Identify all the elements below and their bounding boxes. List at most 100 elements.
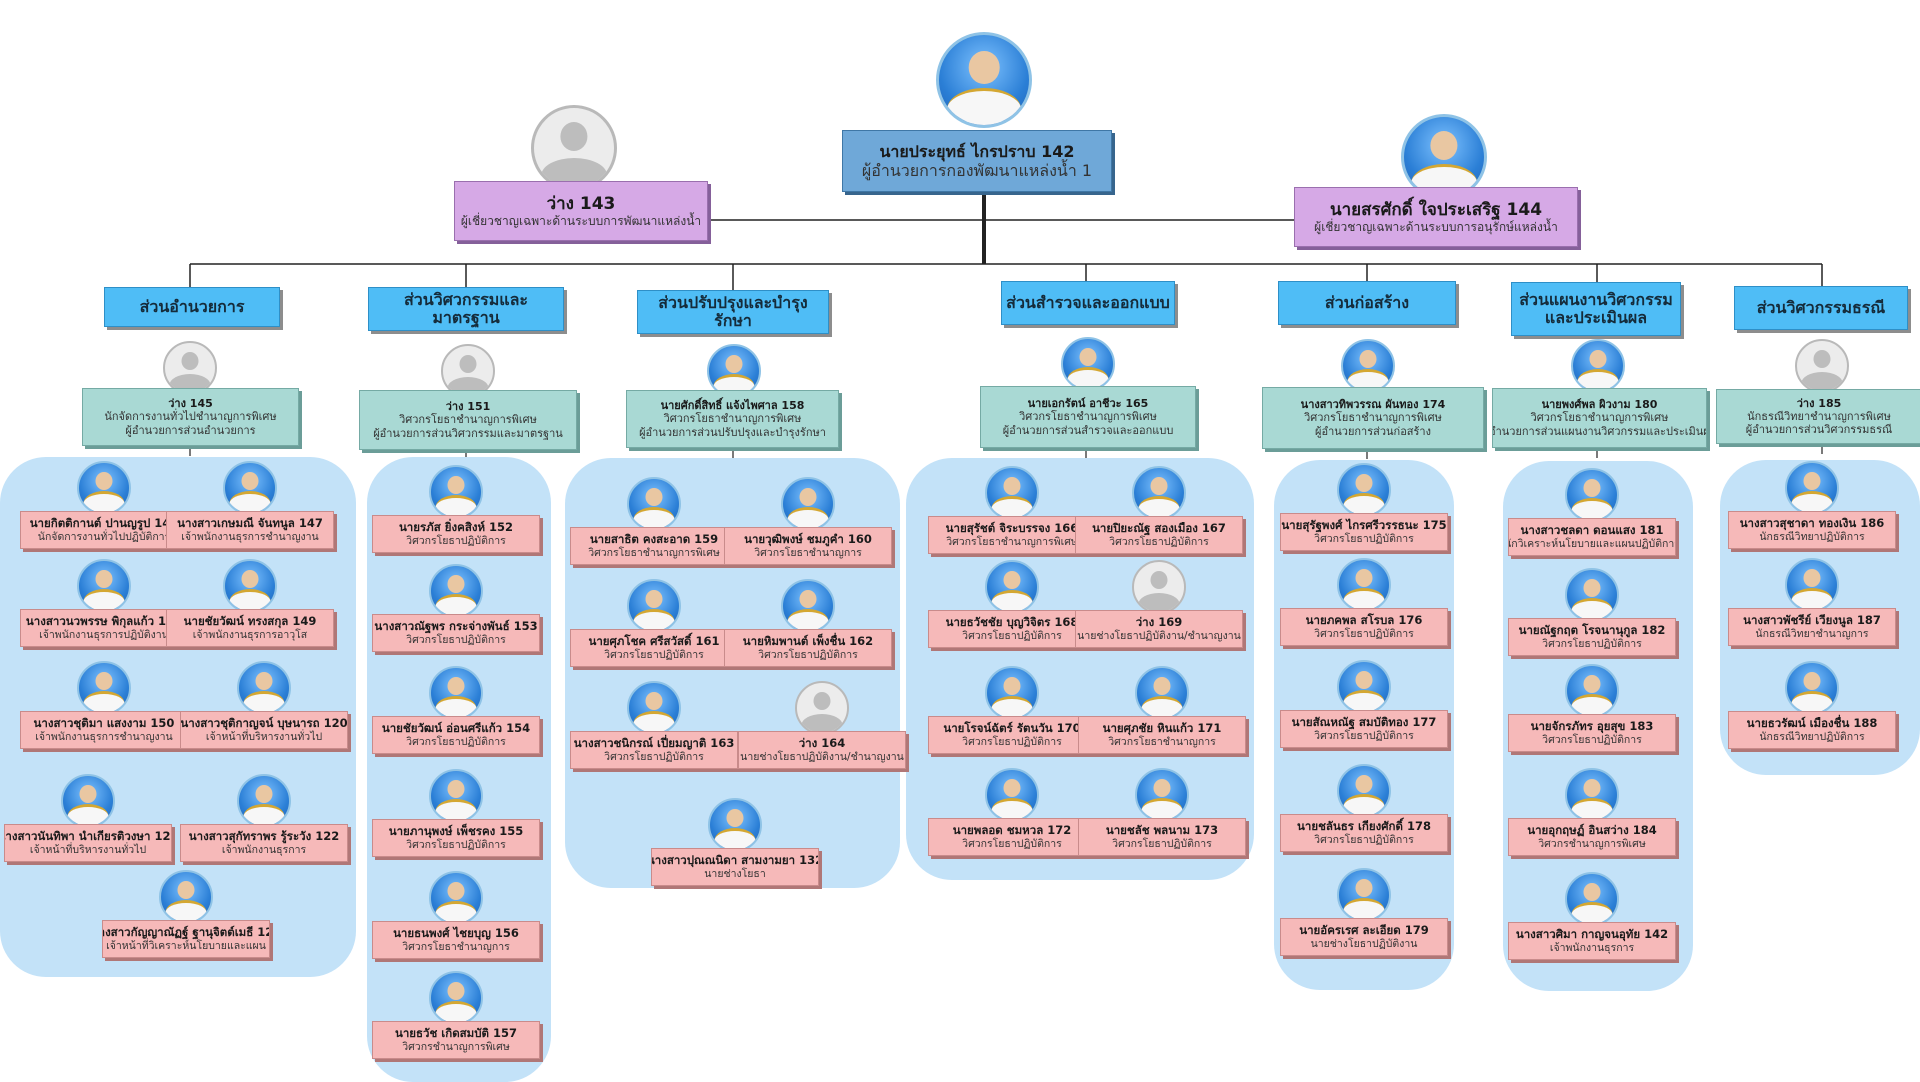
person-position: วิศวกรโยธาปฏิบัติการ (1314, 833, 1414, 846)
photo-head (447, 476, 465, 494)
staff-photo (781, 477, 835, 531)
photo-body (1571, 694, 1613, 716)
photo-head (560, 122, 588, 152)
person-name: นางสาวณัฐพร กระจ่างพันธ์ 153 (374, 618, 538, 633)
person-name: นายสุรัชต์ จิระบรรจง 166 (945, 520, 1079, 535)
staff-photo (1337, 868, 1391, 922)
staff-photo (429, 871, 483, 925)
person-name: นายธนพงศ์ ไชยบุญ 156 (393, 925, 519, 940)
photo-head (968, 51, 1000, 84)
photo-body (1791, 491, 1833, 513)
section-head-photo (1341, 339, 1395, 393)
staff-photo (1337, 558, 1391, 612)
person-position: วิศวกรโยธาชำนาญการ (402, 940, 510, 953)
expert-photo (531, 105, 617, 191)
photo-body (83, 589, 125, 611)
person-position: นักธรณีวิทยาชำนาญการพิเศษ (1747, 409, 1891, 423)
photo-body (435, 799, 477, 821)
person-position: วิศวกรโยธาชำนาญการพิเศษ (663, 412, 802, 426)
person-name: นายจักรภัทร อุยสุข 183 (1530, 718, 1654, 733)
photo-head (1583, 779, 1601, 797)
staff-photo (429, 564, 483, 618)
staff-photo (1337, 660, 1391, 714)
photo-body (435, 696, 477, 718)
person-name: นายวุฒิพงษ์ ชมภูคำ 160 (744, 531, 872, 546)
photo-head (1583, 579, 1601, 597)
person-position: นายช่างโยธาปฏิบัติงาน/ชำนาญงาน (1077, 629, 1241, 642)
photo-body (633, 507, 675, 529)
person-name: นายศุภชัย หินแก้ว 171 (1102, 720, 1222, 735)
person-name: นางสาวชนิกรณ์ เปี่ยมญาติ 163 (573, 735, 735, 750)
photo-head (1355, 879, 1373, 897)
photo-head (1803, 472, 1821, 490)
staff-photo (429, 666, 483, 720)
person-position: นักธรณีวิทยาปฏิบัติการ (1759, 730, 1865, 743)
staff-photo (429, 971, 483, 1025)
photo-body (1067, 367, 1109, 389)
photo-body (1343, 794, 1385, 816)
photo-body (633, 609, 675, 631)
person-name: นายภานุพงษ์ เพ็ชรคง 155 (388, 823, 524, 838)
staff-photo (985, 768, 1039, 822)
section-header: ส่วนอำนวยการ (104, 287, 280, 327)
person-position: นักธรณีวิทยาชำนาญการ (1755, 627, 1869, 640)
staff-photo (223, 559, 277, 613)
person-name: นายศักดิ์สิทธิ์ แจ้งไพศาล 158 (660, 399, 805, 413)
photo-body (229, 589, 271, 611)
person-name: นางสาวสุกัทราพร รู้ระวัง 122 (188, 828, 340, 843)
photo-head (1003, 677, 1021, 695)
person-position: เจ้าพนักงานธุรการ (221, 843, 307, 856)
person-name: นางสาวชุติมา แสงงาม 150 (33, 715, 175, 730)
photo-body (1141, 696, 1183, 718)
person-name: นายพงศ์พล ผิวงาม 180 (1541, 398, 1658, 412)
staff-box: นางสาวกัญญาณัฏฐ์ ฐานุจิตต์เมธี 123เจ้าหน… (102, 920, 270, 958)
photo-head (645, 488, 663, 506)
person-name: นายสรศักดิ์ ใจประเสริฐ 144 (1329, 199, 1543, 220)
photo-head (255, 672, 273, 690)
staff-photo (1132, 466, 1186, 520)
person-position: นักธรณีวิทยาปฏิบัติการ (1759, 530, 1865, 543)
photo-body (1571, 598, 1613, 620)
staff-photo (1565, 468, 1619, 522)
person-position: เจ้าพนักงานธุรการปฏิบัติงาน (39, 628, 169, 641)
section-head-photo (163, 341, 217, 395)
staff-photo (627, 681, 681, 735)
photo-body (714, 828, 756, 850)
staff-photo (223, 461, 277, 515)
photo-head (1803, 569, 1821, 587)
person-name: นายสาธิต คงสะอาด 159 (589, 531, 719, 546)
person-position: วิศวกรโยธาปฏิบัติการ (406, 838, 506, 851)
director-photo (936, 32, 1032, 128)
staff-photo (1337, 463, 1391, 517)
photo-body (1791, 691, 1833, 713)
photo-head (725, 355, 743, 373)
person-name: นายสุรัฐพงศ์ ไกรศรีวรรธนะ 175 (1281, 517, 1447, 532)
person-name: นายธวรัฒน์ เมืองชื่น 188 (1746, 715, 1878, 730)
person-position: วิศวกรโยธาปฏิบัติการ (406, 633, 506, 646)
staff-photo (1135, 768, 1189, 822)
person-position: วิศวกรชำนาญการพิเศษ (402, 1040, 510, 1053)
photo-head (1803, 672, 1821, 690)
photo-body (83, 691, 125, 713)
photo-body (435, 495, 477, 517)
staff-photo (237, 661, 291, 715)
